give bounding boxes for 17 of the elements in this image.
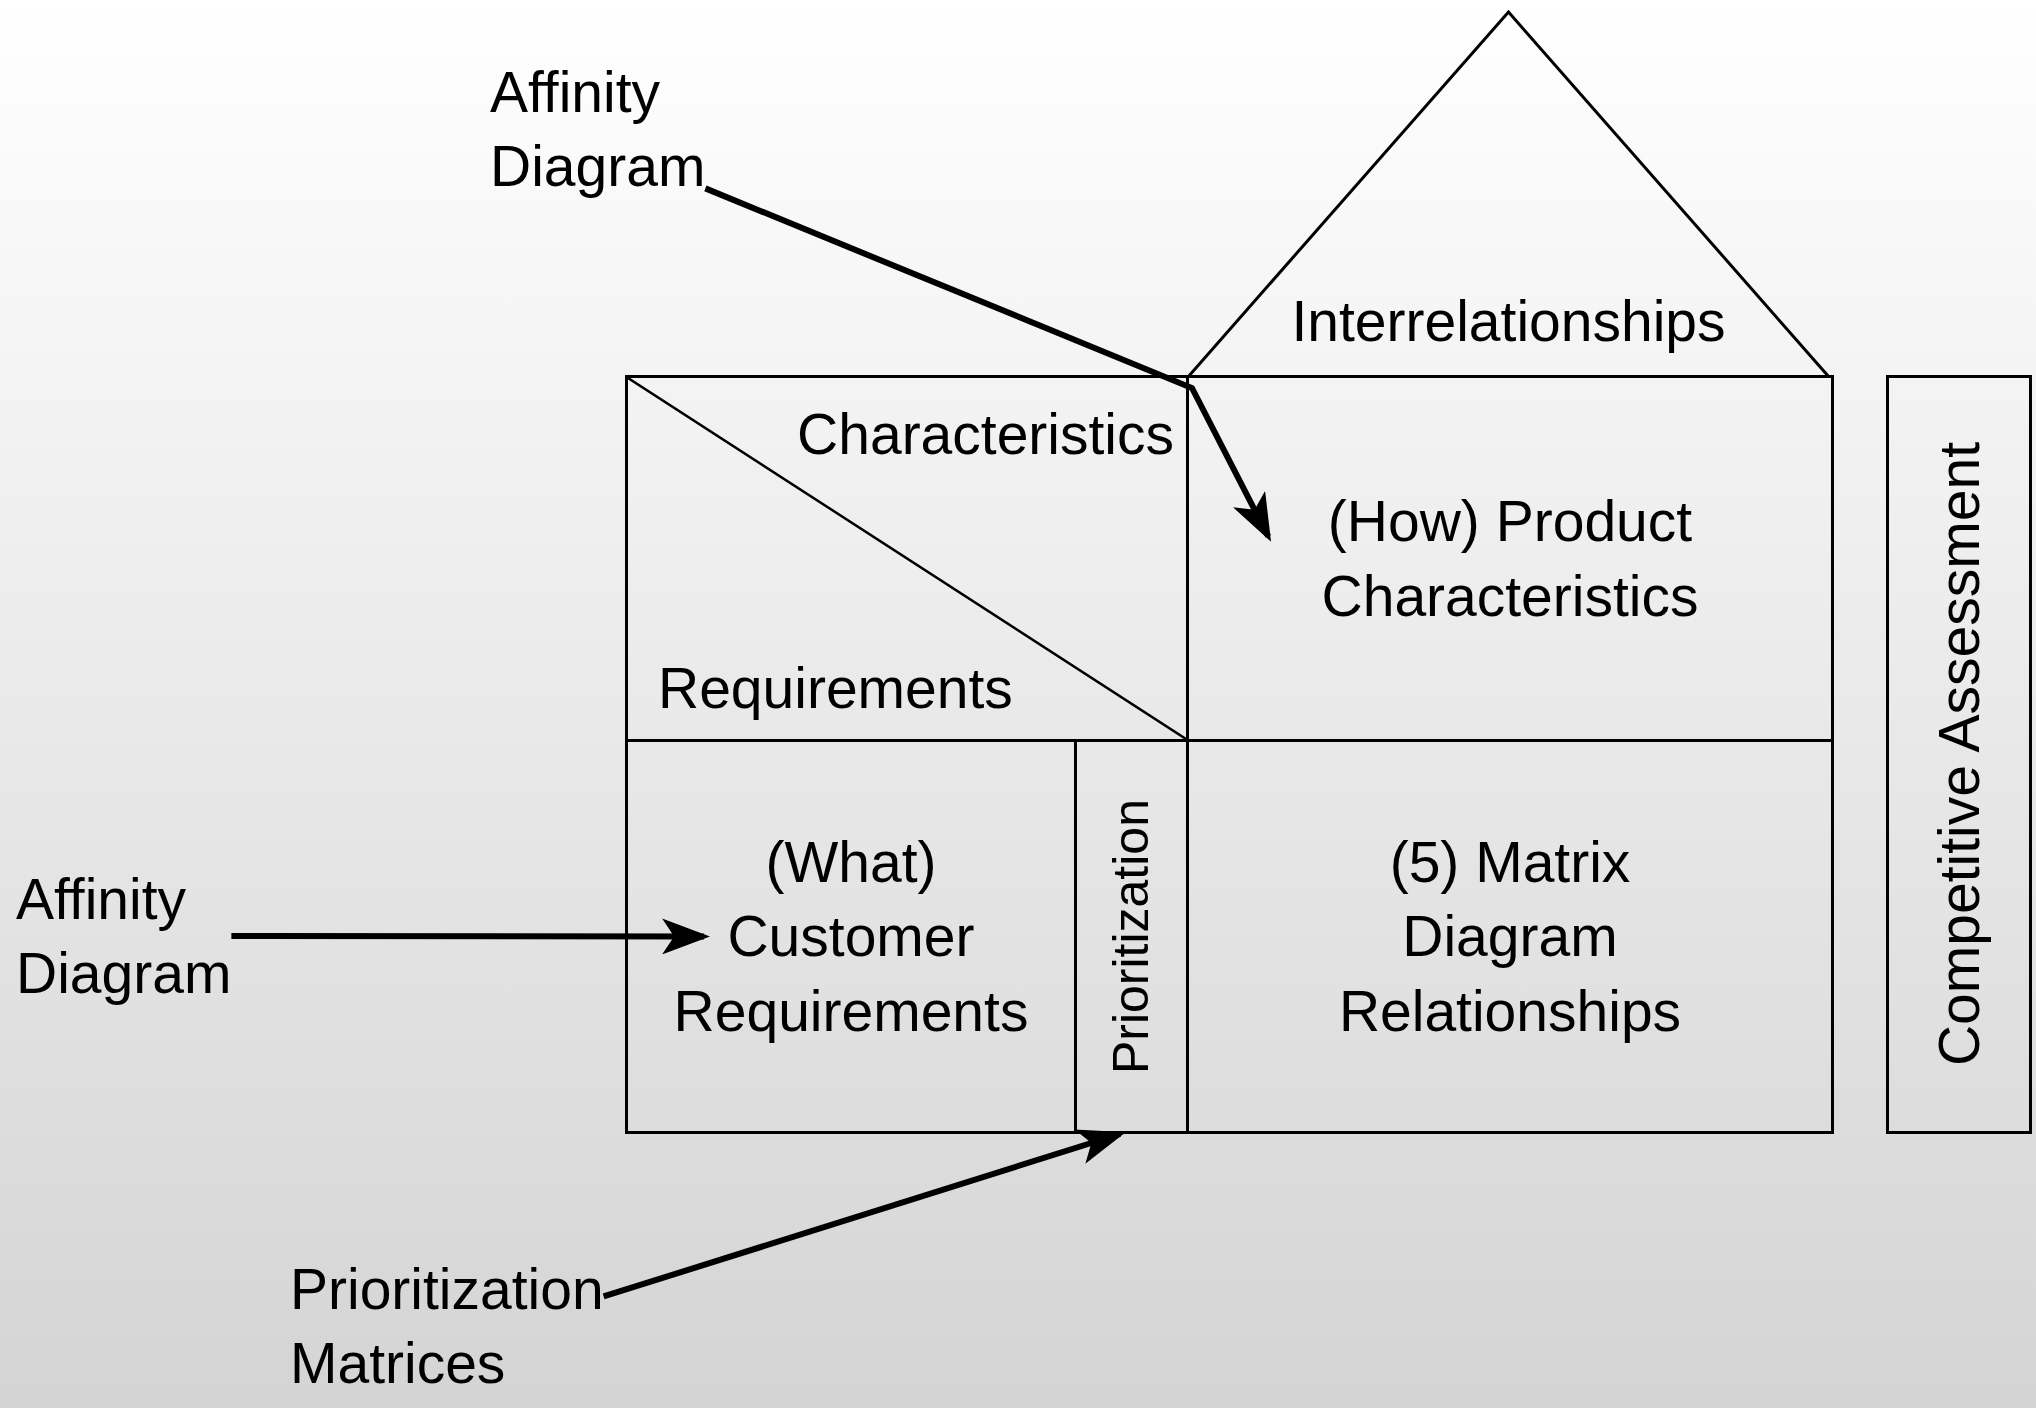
arrow <box>704 185 1272 542</box>
section-label: (What) Customer Requirements <box>673 829 1029 1045</box>
section-label: Interrelationships <box>1291 288 1726 356</box>
section-label: Requirements <box>658 655 1013 723</box>
section-label: Competitive Assessment <box>1927 442 1991 1067</box>
section-label: (5) Matrix Diagram Relationships <box>1338 829 1682 1045</box>
side-column <box>1886 375 2032 1134</box>
section-label: (How) Product Characteristics <box>1321 488 1699 630</box>
section-label: Prioritization <box>1104 798 1159 1075</box>
section-label: Characteristics <box>797 401 1174 468</box>
tool-label: Affinity Diagram <box>490 55 706 204</box>
tool-label: Affinity Diagram <box>16 862 232 1011</box>
matrix-cell <box>1186 739 1834 1134</box>
tool-label: Prioritization Matrices <box>290 1252 604 1401</box>
arrow <box>602 1129 1126 1300</box>
matrix-cell <box>625 739 1077 1134</box>
arrow <box>231 918 711 955</box>
